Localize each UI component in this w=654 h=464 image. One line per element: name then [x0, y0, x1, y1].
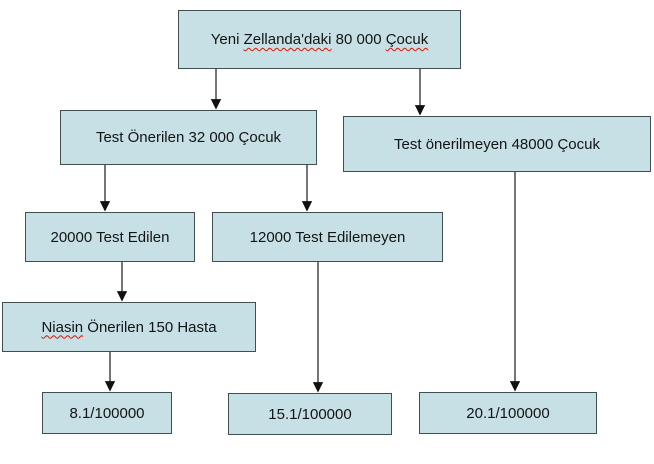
- node-rate-left-label: 8.1/100000: [69, 404, 145, 422]
- node-niasin: Niasin Önerilen 150 Hasta: [2, 302, 256, 352]
- node-rate-right-label: 20.1/100000: [466, 404, 550, 422]
- node-root-label: Yeni Zellanda'daki 80 000 Çocuk: [211, 31, 428, 48]
- node-test-onerilmeyen: Test önerilmeyen 48000 Çocuk: [343, 116, 651, 172]
- node-test-onerilen-label: Test Önerilen 32 000 Çocuk: [95, 129, 282, 146]
- node-test-edilen-label: 20000 Test Edilen: [50, 228, 170, 246]
- node-root: Yeni Zellanda'daki 80 000 Çocuk: [178, 10, 461, 69]
- misspelled-word: Çocuk: [385, 31, 429, 48]
- misspelled-word: Niasin: [41, 318, 84, 336]
- node-rate-mid-label: 15.1/100000: [268, 405, 352, 423]
- node-test-edilen: 20000 Test Edilen: [25, 212, 195, 262]
- node-rate-right: 20.1/100000: [419, 392, 597, 434]
- label-part: 80 000: [331, 31, 386, 48]
- node-test-edilemeyen-label: 12000 Test Edilemeyen: [249, 228, 406, 246]
- node-rate-mid: 15.1/100000: [228, 393, 392, 435]
- node-niasin-label: Niasin Önerilen 150 Hasta: [41, 319, 216, 336]
- label-part: Önerilen 150 Hasta: [83, 318, 217, 336]
- label-part: Yeni: [210, 31, 244, 48]
- node-test-onerilen: Test Önerilen 32 000 Çocuk: [60, 110, 317, 165]
- node-test-edilemeyen: 12000 Test Edilemeyen: [212, 212, 443, 262]
- misspelled-word: Zellanda'daki: [243, 31, 332, 48]
- node-test-onerilmeyen-label: Test önerilmeyen 48000 Çocuk: [394, 135, 600, 153]
- node-rate-left: 8.1/100000: [42, 392, 172, 434]
